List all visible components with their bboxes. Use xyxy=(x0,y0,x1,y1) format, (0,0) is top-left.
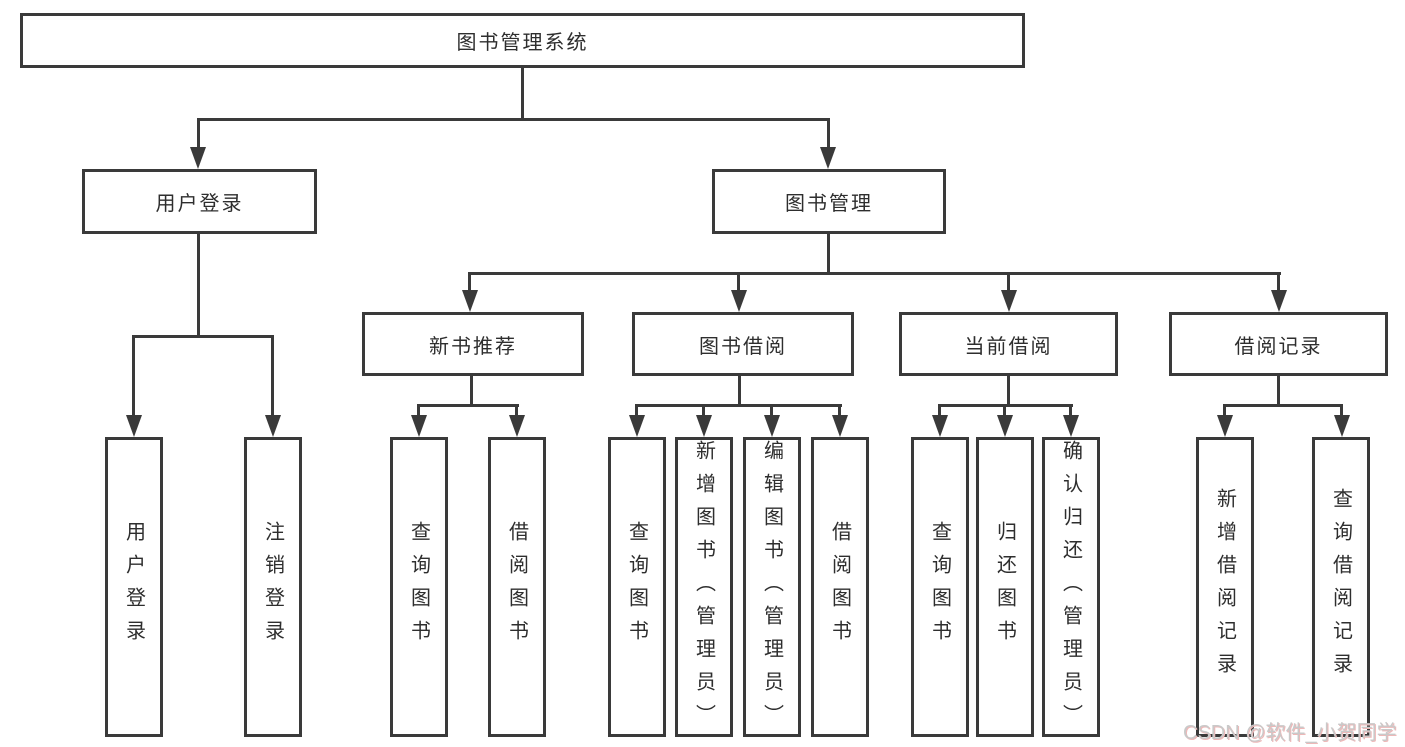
leaf-add-borrow-record: 新增借阅记录 xyxy=(1196,437,1254,737)
connector-recommend-stem xyxy=(470,376,473,407)
connector-book-management-rail xyxy=(468,272,1281,275)
connector-line xyxy=(1007,272,1010,292)
arrowhead-down-icon xyxy=(696,415,712,437)
leaf-query-books-current: 查询图书 xyxy=(911,437,969,737)
node-root: 图书管理系统 xyxy=(20,13,1025,68)
leaf-query-books-recommend-label: 查询图书 xyxy=(407,521,430,653)
arrowhead-down-icon xyxy=(1063,415,1079,437)
connector-line xyxy=(468,272,471,292)
leaf-query-books-recommend: 查询图书 xyxy=(390,437,448,737)
leaf-query-borrow-record: 查询借阅记录 xyxy=(1312,437,1370,737)
node-user-login: 用户登录 xyxy=(82,169,317,234)
node-user-login-label: 用户登录 xyxy=(155,193,244,215)
arrowhead-down-icon xyxy=(731,290,747,312)
arrowhead-down-icon xyxy=(1271,290,1287,312)
leaf-add-books-admin-label: 新增图书（管理员） xyxy=(692,440,715,737)
node-book-management-label: 图书管理 xyxy=(785,193,873,215)
arrowhead-down-icon xyxy=(1001,290,1017,312)
leaf-add-books-admin: 新增图书（管理员） xyxy=(675,437,733,737)
connector-line xyxy=(770,404,773,418)
arrowhead-down-icon xyxy=(820,147,836,169)
leaf-confirm-return-admin: 确认归还（管理员） xyxy=(1042,437,1100,737)
node-root-label: 图书管理系统 xyxy=(456,32,589,54)
leaf-borrow-books-recommend: 借阅图书 xyxy=(488,437,546,737)
arrowhead-down-icon xyxy=(1334,415,1350,437)
connector-root-rail xyxy=(197,118,830,121)
connector-line xyxy=(827,118,830,150)
node-current-borrow: 当前借阅 xyxy=(899,312,1118,376)
arrowhead-down-icon xyxy=(932,415,948,437)
leaf-query-books-borrow: 查询图书 xyxy=(608,437,666,737)
connector-line xyxy=(271,335,274,417)
leaf-borrow-books-label: 借阅图书 xyxy=(828,521,851,653)
node-book-borrow: 图书借阅 xyxy=(632,312,854,376)
leaf-edit-books-admin: 编辑图书（管理员） xyxy=(743,437,801,737)
connector-line xyxy=(1340,404,1343,418)
connector-line xyxy=(702,404,705,418)
arrowhead-down-icon xyxy=(411,415,427,437)
leaf-borrow-books-recommend-label: 借阅图书 xyxy=(505,521,528,653)
connector-line xyxy=(737,272,740,292)
node-current-borrow-label: 当前借阅 xyxy=(964,335,1053,358)
leaf-query-books-current-label: 查询图书 xyxy=(928,521,951,653)
arrowhead-down-icon xyxy=(997,415,1013,437)
leaf-logout-login-label: 注销登录 xyxy=(261,521,284,653)
arrowhead-down-icon xyxy=(265,415,281,437)
leaf-user-login: 用户登录 xyxy=(105,437,163,737)
connector-line xyxy=(1003,404,1006,418)
connector-line xyxy=(1069,404,1072,418)
leaf-query-borrow-record-label: 查询借阅记录 xyxy=(1329,488,1352,686)
connector-line xyxy=(938,404,941,418)
leaf-confirm-return-admin-label: 确认归还（管理员） xyxy=(1059,440,1082,737)
connector-line xyxy=(1277,272,1280,292)
arrowhead-down-icon xyxy=(1217,415,1233,437)
leaf-return-books-label: 归还图书 xyxy=(993,521,1016,653)
leaf-edit-books-admin-label: 编辑图书（管理员） xyxy=(760,440,783,737)
connector-book-management-stem xyxy=(827,234,830,275)
leaf-query-books-borrow-label: 查询图书 xyxy=(625,521,648,653)
connector-line xyxy=(417,404,420,418)
arrowhead-down-icon xyxy=(462,290,478,312)
arrowhead-down-icon xyxy=(832,415,848,437)
node-borrow-records: 借阅记录 xyxy=(1169,312,1388,376)
leaf-user-login-label: 用户登录 xyxy=(122,521,145,653)
connector-root-stem xyxy=(521,68,524,118)
connector-line xyxy=(1223,404,1226,418)
connector-user-login-stem xyxy=(197,234,200,338)
connector-line xyxy=(515,404,518,418)
connector-records-rail xyxy=(1223,404,1343,407)
arrowhead-down-icon xyxy=(509,415,525,437)
leaf-logout-login: 注销登录 xyxy=(244,437,302,737)
connector-line xyxy=(635,404,638,418)
connector-recommend-rail xyxy=(417,404,519,407)
node-new-book-recommend: 新书推荐 xyxy=(362,312,584,376)
connector-line xyxy=(197,118,200,150)
leaf-return-books: 归还图书 xyxy=(976,437,1034,737)
node-book-management: 图书管理 xyxy=(712,169,946,234)
connector-records-stem xyxy=(1277,376,1280,407)
arrowhead-down-icon xyxy=(190,147,206,169)
node-borrow-records-label: 借阅记录 xyxy=(1234,335,1323,358)
leaf-add-borrow-record-label: 新增借阅记录 xyxy=(1213,488,1236,686)
connector-borrow-rail xyxy=(635,404,842,407)
connector-borrow-stem xyxy=(738,376,741,407)
csdn-watermark: CSDN @软件_小贺同学 xyxy=(1183,722,1397,744)
connector-line xyxy=(838,404,841,418)
leaf-borrow-books: 借阅图书 xyxy=(811,437,869,737)
arrowhead-down-icon xyxy=(126,415,142,437)
node-new-book-recommend-label: 新书推荐 xyxy=(429,335,517,358)
connector-current-stem xyxy=(1007,376,1010,407)
arrowhead-down-icon xyxy=(629,415,645,437)
arrowhead-down-icon xyxy=(764,415,780,437)
connector-user-login-rail xyxy=(132,335,274,338)
connector-line xyxy=(132,335,135,417)
node-book-borrow-label: 图书借阅 xyxy=(699,335,787,358)
